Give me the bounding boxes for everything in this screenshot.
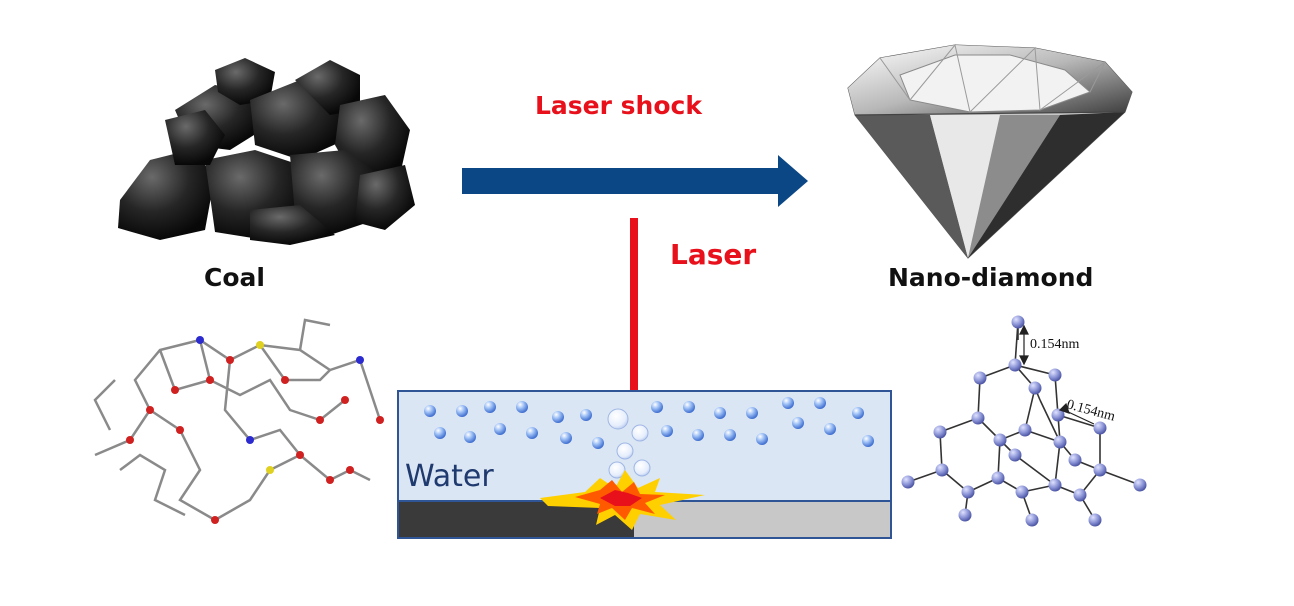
lattice-dimension-markers [1019, 324, 1095, 425]
coal-molecule-atoms [126, 336, 384, 524]
lattice-label-1: 0.154nm [1030, 337, 1080, 352]
laser-shock-label: Laser shock [535, 91, 702, 120]
coal-label: Coal [204, 263, 265, 292]
laser-beam [630, 218, 638, 508]
water-bubbles [424, 397, 874, 479]
lattice-label-2: 0.154nm [1065, 397, 1117, 424]
water-label: Water [405, 459, 494, 494]
laser-label: Laser [670, 238, 757, 271]
process-arrow [462, 155, 808, 207]
lattice-atoms [901, 315, 1147, 527]
coal-molecule-structure [93, 318, 382, 522]
coal-image [118, 58, 415, 245]
water-container [397, 390, 892, 539]
diamond-image [847, 43, 1133, 259]
laser-impact-burst [540, 470, 705, 530]
nanodiamond-label: Nano-diamond [888, 263, 1094, 292]
